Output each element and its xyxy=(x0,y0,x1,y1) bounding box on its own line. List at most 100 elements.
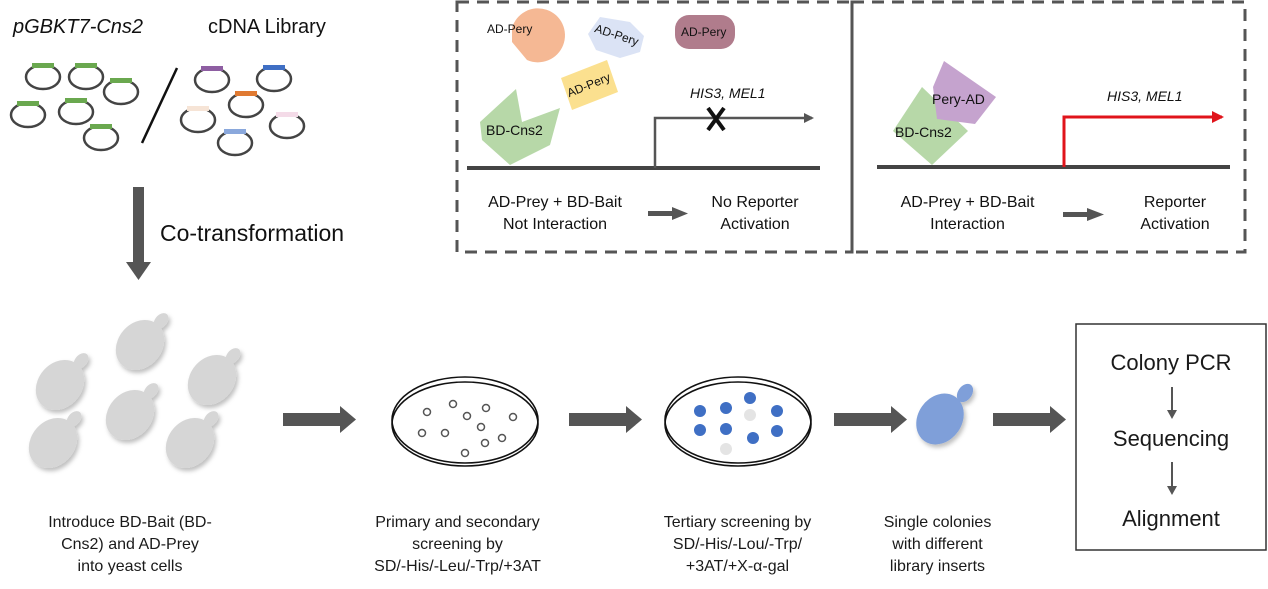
colony-marker xyxy=(720,423,732,435)
colony-marker xyxy=(694,424,706,436)
caption-line: Primary and secondary xyxy=(375,514,540,531)
prey-tilted-rect xyxy=(561,60,618,110)
colony-marker xyxy=(448,399,458,409)
prey-pery-ad-shape xyxy=(933,61,996,124)
analysis-arrow-2 xyxy=(1167,462,1177,495)
reporter-genes-label-2: HIS3, MEL1 xyxy=(1107,88,1183,104)
caption-line: screening by xyxy=(412,536,503,553)
colony-pcr-label: Colony PCR xyxy=(1110,350,1232,375)
library-plasmid xyxy=(193,66,231,94)
caption-line: SD/-His/-Leu/-Trp/+3AT xyxy=(374,558,541,575)
condition-line-1b: Not Interaction xyxy=(502,216,608,233)
bait-plasmid xyxy=(9,101,47,129)
colony-marker xyxy=(694,405,706,417)
caption-line: library inserts xyxy=(889,558,986,575)
bait-label-1: BD-Cns2 xyxy=(486,122,543,138)
colony-marker xyxy=(744,409,756,421)
result-line-1a: No Reporter xyxy=(711,194,799,211)
analysis-arrow-1 xyxy=(1167,387,1177,419)
colony-marker xyxy=(460,448,470,458)
promoter-arrow-1 xyxy=(653,113,814,168)
caption-line: into yeast cells xyxy=(77,558,183,575)
colony-marker xyxy=(462,411,472,421)
yeast-cells xyxy=(28,313,241,469)
sequencing-label: Sequencing xyxy=(1112,426,1230,451)
colony-marker xyxy=(771,425,783,437)
condition-text-1: AD-Prey + BD-Bait Not Interaction xyxy=(470,192,640,236)
library-plasmid-title: cDNA Library xyxy=(208,16,326,38)
colony-marker xyxy=(720,402,732,414)
condition-line-2a: AD-Prey + BD-Bait xyxy=(900,194,1035,211)
colony-marker xyxy=(481,403,491,413)
co-transformation-arrow xyxy=(126,187,151,280)
analysis-box xyxy=(1075,323,1267,551)
flow-arrow-4 xyxy=(993,406,1066,433)
result-text-1: No Reporter Activation xyxy=(695,192,815,236)
result-line-2b: Activation xyxy=(1140,216,1210,233)
step-caption-single-colonies: Single colonies with different library i… xyxy=(870,512,1005,578)
flow-arrow-2 xyxy=(569,406,642,433)
flow-arrow-1 xyxy=(283,406,356,433)
plasmid-divider xyxy=(140,67,179,144)
bait-plasmid-title: pGBKT7-Cns2 xyxy=(13,16,144,38)
co-transformation-label: Co-transformation xyxy=(160,220,345,246)
result-line-2a: Reporter xyxy=(1143,194,1207,211)
yeast-cell xyxy=(115,313,169,371)
caption-line: Cns2) and AD-Prey xyxy=(61,536,199,553)
caption-line: SD/-His/-Lou/-Trp/ xyxy=(672,536,803,553)
panel-interaction-border xyxy=(850,0,1247,254)
result-arrow-1 xyxy=(648,207,688,220)
bait-cns2-shape xyxy=(480,89,560,165)
colony-marker xyxy=(744,392,756,404)
bait-plasmids xyxy=(9,63,140,152)
yeast-cell xyxy=(105,383,159,441)
library-plasmid xyxy=(268,112,306,140)
bait-plasmid xyxy=(24,63,62,91)
caption-line: Tertiary screening by xyxy=(663,514,812,531)
colony-marker xyxy=(480,438,490,448)
caption-line: Introduce BD-Bait (BD- xyxy=(48,514,212,531)
prey-label-1: AD-Pery xyxy=(487,22,533,36)
bait-plasmid xyxy=(67,63,105,91)
step-caption-introduce: Introduce BD-Bait (BD- Cns2) and AD-Prey… xyxy=(25,512,235,578)
promoter-arrow-active xyxy=(1062,111,1224,167)
bait-plasmid xyxy=(102,78,140,106)
colony-marker xyxy=(440,428,450,438)
colony-marker xyxy=(497,433,507,443)
bait-label-2: BD-Cns2 xyxy=(895,124,952,140)
yeast-cell xyxy=(35,353,89,411)
result-text-2: Reporter Activation xyxy=(1115,192,1235,236)
condition-text-2: AD-Prey + BD-Bait Interaction xyxy=(880,192,1055,236)
bait-plasmid xyxy=(57,98,95,126)
step-caption-primary: Primary and secondary screening by SD/-H… xyxy=(350,512,565,578)
flow-arrow-3 xyxy=(834,406,907,433)
condition-line-2b: Interaction xyxy=(930,216,1005,233)
colony-marker xyxy=(508,412,518,422)
bait-plasmid xyxy=(82,124,120,152)
colony-marker xyxy=(476,422,486,432)
library-plasmid xyxy=(179,106,217,134)
colony-marker xyxy=(422,407,432,417)
library-plasmid xyxy=(255,65,293,93)
reporter-genes-label-1: HIS3, MEL1 xyxy=(690,85,766,101)
library-plasmid xyxy=(227,91,265,119)
prey-label-3: AD-Pery xyxy=(681,25,727,39)
colony-marker xyxy=(720,443,732,455)
bait-cns2-shape-2 xyxy=(893,87,968,165)
yeast-cell xyxy=(187,348,241,406)
caption-line: Single colonies xyxy=(883,514,992,531)
prey-octagon xyxy=(588,17,644,58)
block-x-icon xyxy=(706,106,726,132)
prey-pacman xyxy=(512,8,565,63)
prey-label-interaction: Pery-AD xyxy=(932,91,985,107)
library-plasmid xyxy=(216,129,254,157)
petri-dish-primary xyxy=(391,376,539,467)
caption-line: +3AT/+X-α-gal xyxy=(685,558,790,575)
step-caption-tertiary: Tertiary screening by SD/-His/-Lou/-Trp/… xyxy=(635,512,840,578)
result-line-1b: Activation xyxy=(720,216,790,233)
yeast-cell xyxy=(28,411,82,469)
colony-marker xyxy=(417,428,427,438)
alignment-label: Alignment xyxy=(1122,506,1220,531)
caption-line: with different xyxy=(892,536,983,553)
